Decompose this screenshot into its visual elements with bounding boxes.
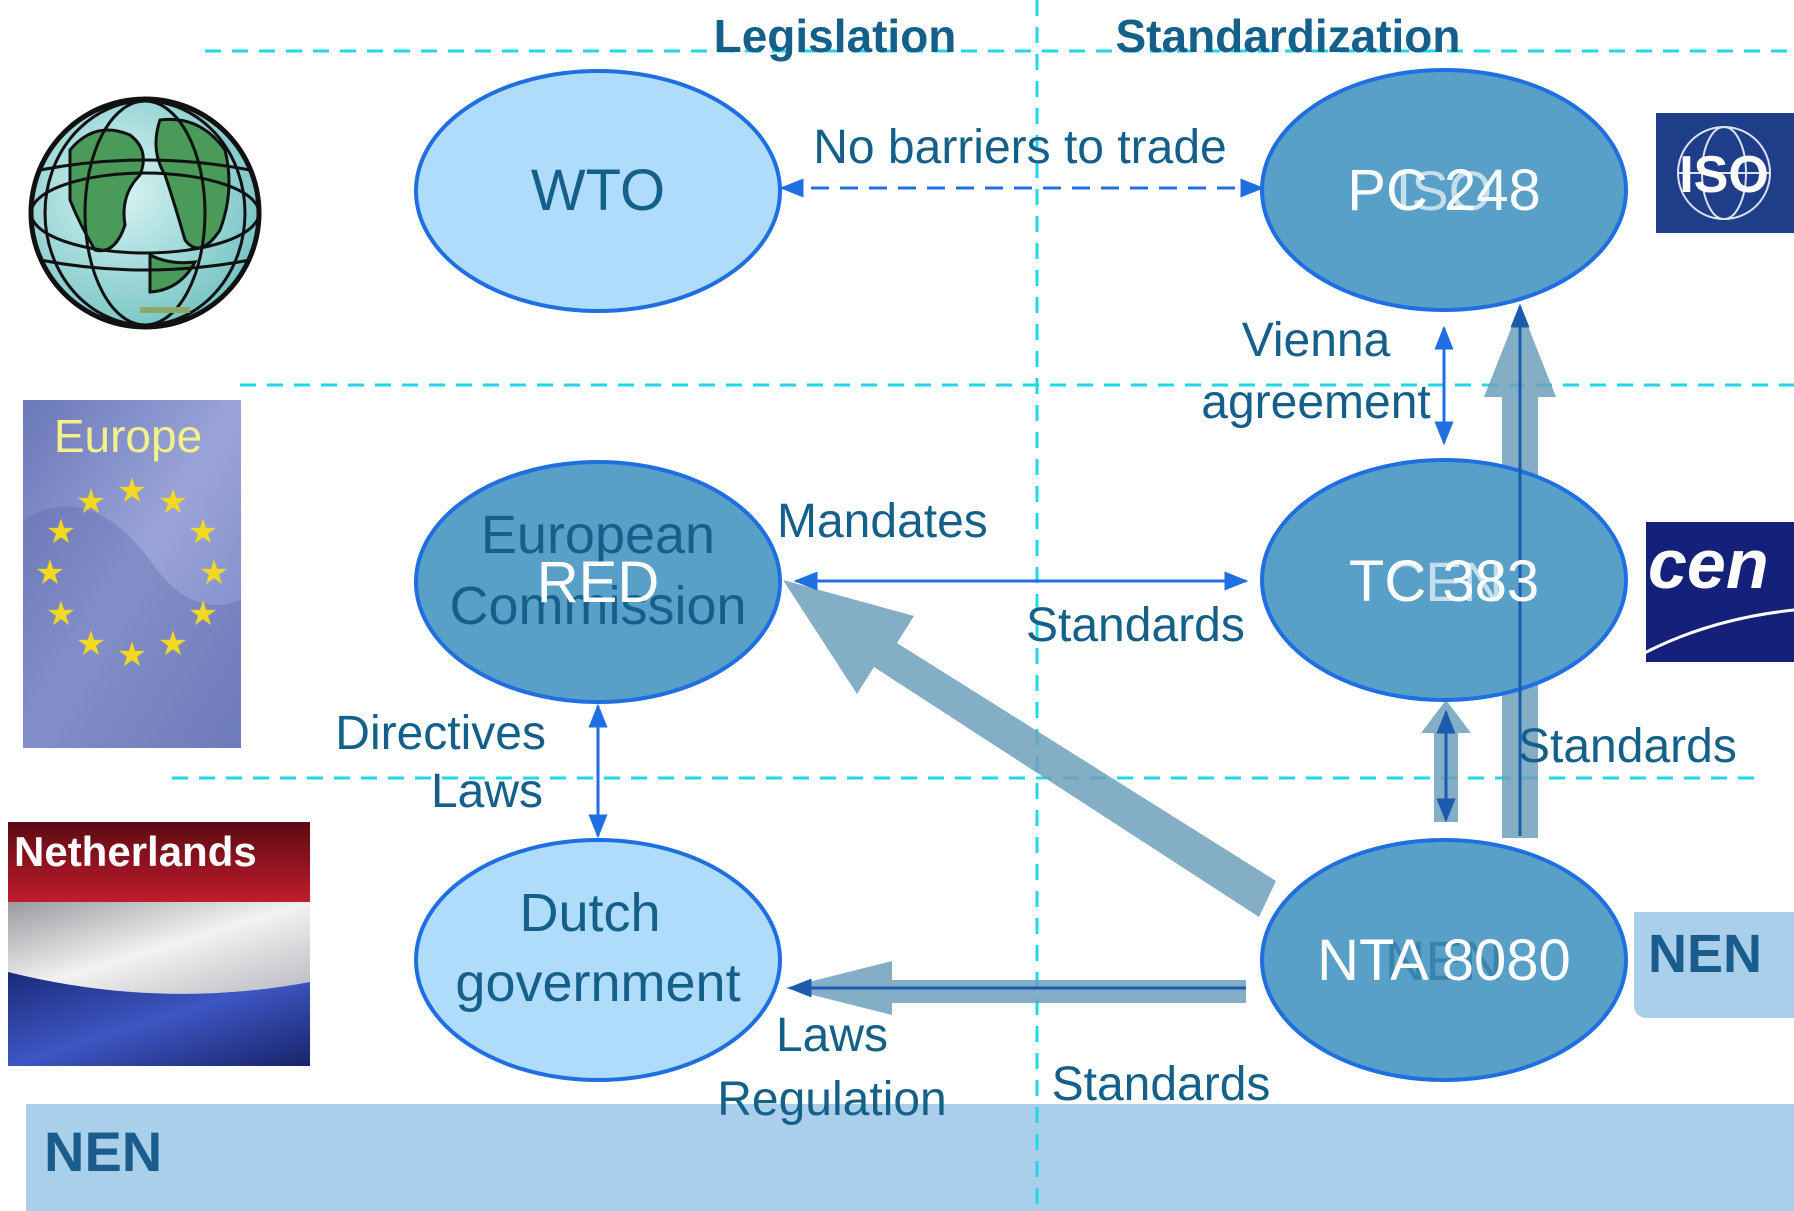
node-nen-label: NEN xyxy=(1385,929,1503,992)
node-cen-label: CEN xyxy=(1385,550,1503,613)
guide-lines xyxy=(172,0,1794,1211)
header-legislation: Legislation xyxy=(714,10,957,62)
eu-star-icon: ★ xyxy=(35,554,65,592)
node-ec-label-line1: European xyxy=(481,505,715,565)
node-ec-label-line2: Commission xyxy=(449,576,746,636)
label-standards-iso: Standards xyxy=(1518,720,1737,773)
eu-star-icon: ★ xyxy=(199,554,229,592)
netherlands-flag-image: Netherlands xyxy=(8,822,310,1066)
node-nta8080-label: NTA 8080 xyxy=(1317,928,1571,993)
label-standards-ec-cen: Standards xyxy=(1026,599,1245,652)
node-cen xyxy=(1260,458,1628,702)
node-tc383-label: TC 383 xyxy=(1349,549,1539,614)
node-iso-label: ISO xyxy=(1396,159,1492,222)
node-nen xyxy=(1260,838,1628,1082)
label-laws-nl: Laws xyxy=(776,1009,888,1062)
thin-arrows xyxy=(588,178,1530,998)
eu-star-icon: ★ xyxy=(117,636,147,674)
node-wto-label: WTO xyxy=(531,158,665,223)
node-dutch-label-line2: government xyxy=(455,953,740,1013)
nen-logo-right: NEN xyxy=(1634,912,1794,1018)
iso-logo: ISO xyxy=(1656,113,1794,233)
cen-logo: cen xyxy=(1627,522,1794,664)
node-dutch-government xyxy=(414,838,782,1082)
label-laws-eu: Laws xyxy=(431,765,543,818)
eu-star-icon: ★ xyxy=(46,513,76,551)
eu-star-icon: ★ xyxy=(46,595,76,633)
header-standardization: Standardization xyxy=(1115,10,1460,62)
eu-star-icon: ★ xyxy=(158,625,188,663)
label-directives: Directives xyxy=(335,707,546,760)
footer-nen-logo: NEN xyxy=(44,1120,162,1183)
nen-logo-right-text: NEN xyxy=(1648,924,1762,984)
label-regulation: Regulation xyxy=(717,1073,947,1126)
label-vienna-line2: agreement xyxy=(1201,376,1430,429)
eu-star-icon: ★ xyxy=(158,483,188,521)
eu-star-icon: ★ xyxy=(188,513,218,551)
iso-logo-text: ISO xyxy=(1679,146,1769,204)
eu-star-icon: ★ xyxy=(76,625,106,663)
node-dutch-label-line1: Dutch xyxy=(519,883,660,943)
label-no-barriers: No barriers to trade xyxy=(813,121,1227,174)
label-vienna-line1: Vienna xyxy=(1242,314,1391,367)
region-europe-label: Europe xyxy=(54,410,202,462)
node-european-commission xyxy=(414,460,782,704)
big-arrow-nen-to-ec xyxy=(783,580,1276,917)
eu-star-icon: ★ xyxy=(188,595,218,633)
cen-logo-text: cen xyxy=(1648,525,1769,603)
europe-flag-image: Europe ★★★★★★★★★★★★ xyxy=(23,400,241,748)
label-standards-nl: Standards xyxy=(1052,1058,1271,1111)
eu-star-icon: ★ xyxy=(117,472,147,510)
node-red-label: RED xyxy=(537,550,659,615)
footer-band xyxy=(26,1104,1794,1211)
eu-star-icon: ★ xyxy=(76,483,106,521)
region-netherlands-label: Netherlands xyxy=(14,828,257,875)
globe-icon xyxy=(28,96,262,330)
label-mandates: Mandates xyxy=(777,495,988,548)
node-pc248-label: PC 248 xyxy=(1347,158,1540,223)
